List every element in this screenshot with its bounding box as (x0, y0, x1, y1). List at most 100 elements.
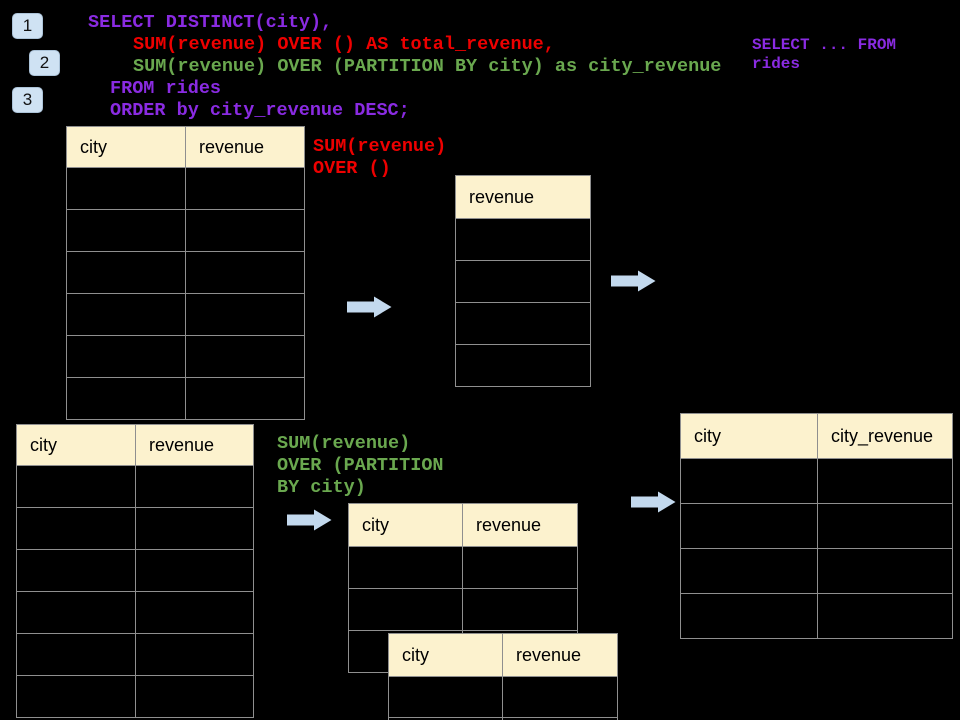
column-header-revenue: revenue (135, 424, 254, 466)
empty-cell (135, 549, 254, 592)
empty-cell (348, 588, 463, 631)
code-line-order-by: ORDER by city_revenue DESC; (110, 100, 410, 121)
table-row (66, 167, 305, 210)
table-row (455, 260, 591, 303)
table-row (66, 335, 305, 378)
empty-cell (462, 588, 578, 631)
empty-cell (16, 591, 136, 634)
empty-cell (455, 260, 591, 303)
table-row (66, 209, 305, 252)
table-row (16, 549, 254, 592)
table-source-top: city revenue (66, 126, 305, 420)
table-row (680, 548, 953, 594)
code-line-sum-over: SUM(revenue) OVER () AS total_revenue, (133, 34, 555, 55)
column-header-revenue: revenue (502, 633, 618, 677)
annotation-partition-line1: SUM(revenue) (277, 433, 411, 454)
table-source-bottom: city revenue (16, 424, 254, 718)
right-arrow-icon (611, 270, 656, 292)
empty-cell (135, 591, 254, 634)
empty-cell (680, 593, 818, 639)
empty-cell (185, 209, 305, 252)
column-header-city: city (348, 503, 463, 547)
column-header-revenue: revenue (185, 126, 305, 168)
empty-cell (502, 717, 618, 720)
table-row (388, 676, 618, 718)
empty-cell (135, 633, 254, 676)
table-row (16, 633, 254, 676)
annotation-total-line1: SUM(revenue) (313, 136, 447, 157)
empty-cell (135, 675, 254, 718)
empty-cell (455, 302, 591, 345)
side-note-rides: rides (752, 55, 801, 73)
empty-cell (462, 546, 578, 589)
table-row (455, 302, 591, 345)
table-header-row: revenue (455, 175, 591, 219)
table-header-row: city revenue (66, 126, 305, 168)
table-row (455, 218, 591, 261)
table-row (455, 344, 591, 387)
empty-cell (185, 293, 305, 336)
empty-cell (185, 167, 305, 210)
empty-cell (16, 507, 136, 550)
empty-cell (135, 465, 254, 508)
right-arrow-icon (631, 491, 676, 513)
step-badge-2: 2 (29, 50, 60, 76)
table-header-row: city revenue (348, 503, 578, 547)
empty-cell (135, 507, 254, 550)
column-header-city-revenue: city_revenue (817, 413, 953, 459)
empty-cell (185, 377, 305, 420)
empty-cell (16, 675, 136, 718)
empty-cell (817, 503, 953, 549)
side-note-select-from: SELECT ... FROM (752, 36, 897, 54)
empty-cell (680, 548, 818, 594)
table-partition-front: city revenue (388, 633, 618, 720)
empty-cell (388, 676, 503, 718)
annotation-partition-line3: BY city) (277, 477, 366, 498)
empty-cell (66, 335, 186, 378)
empty-cell (680, 458, 818, 504)
table-header-row: city revenue (16, 424, 254, 466)
empty-cell (455, 218, 591, 261)
table-row (388, 717, 618, 720)
empty-cell (185, 335, 305, 378)
table-row (348, 588, 578, 631)
table-row (680, 458, 953, 504)
column-header-city: city (680, 413, 818, 459)
empty-cell (66, 251, 186, 294)
step-badge-1: 1 (12, 13, 43, 39)
empty-cell (66, 209, 186, 252)
table-row (16, 507, 254, 550)
table-header-row: city city_revenue (680, 413, 953, 459)
empty-cell (66, 377, 186, 420)
table-row (16, 675, 254, 718)
step-badge-3: 3 (12, 87, 43, 113)
empty-cell (817, 593, 953, 639)
column-header-revenue: revenue (462, 503, 578, 547)
empty-cell (16, 465, 136, 508)
table-row (680, 503, 953, 549)
empty-cell (502, 676, 618, 718)
code-line-select: SELECT DISTINCT(city), (88, 12, 333, 33)
empty-cell (817, 458, 953, 504)
column-header-city: city (66, 126, 186, 168)
table-row (16, 591, 254, 634)
empty-cell (680, 503, 818, 549)
empty-cell (66, 293, 186, 336)
table-total-revenue-result: revenue (455, 175, 591, 387)
table-header-row: city revenue (388, 633, 618, 677)
column-header-revenue: revenue (455, 175, 591, 219)
table-row (680, 593, 953, 639)
empty-cell (185, 251, 305, 294)
code-line-from: FROM rides (110, 78, 222, 99)
table-row (348, 546, 578, 589)
empty-cell (16, 549, 136, 592)
table-row (16, 465, 254, 508)
code-line-sum-partition: SUM(revenue) OVER (PARTITION BY city) as… (133, 56, 722, 77)
annotation-partition-line2: OVER (PARTITION (277, 455, 444, 476)
empty-cell (817, 548, 953, 594)
right-arrow-icon (347, 296, 392, 318)
table-row (66, 251, 305, 294)
empty-cell (348, 546, 463, 589)
column-header-city: city (16, 424, 136, 466)
